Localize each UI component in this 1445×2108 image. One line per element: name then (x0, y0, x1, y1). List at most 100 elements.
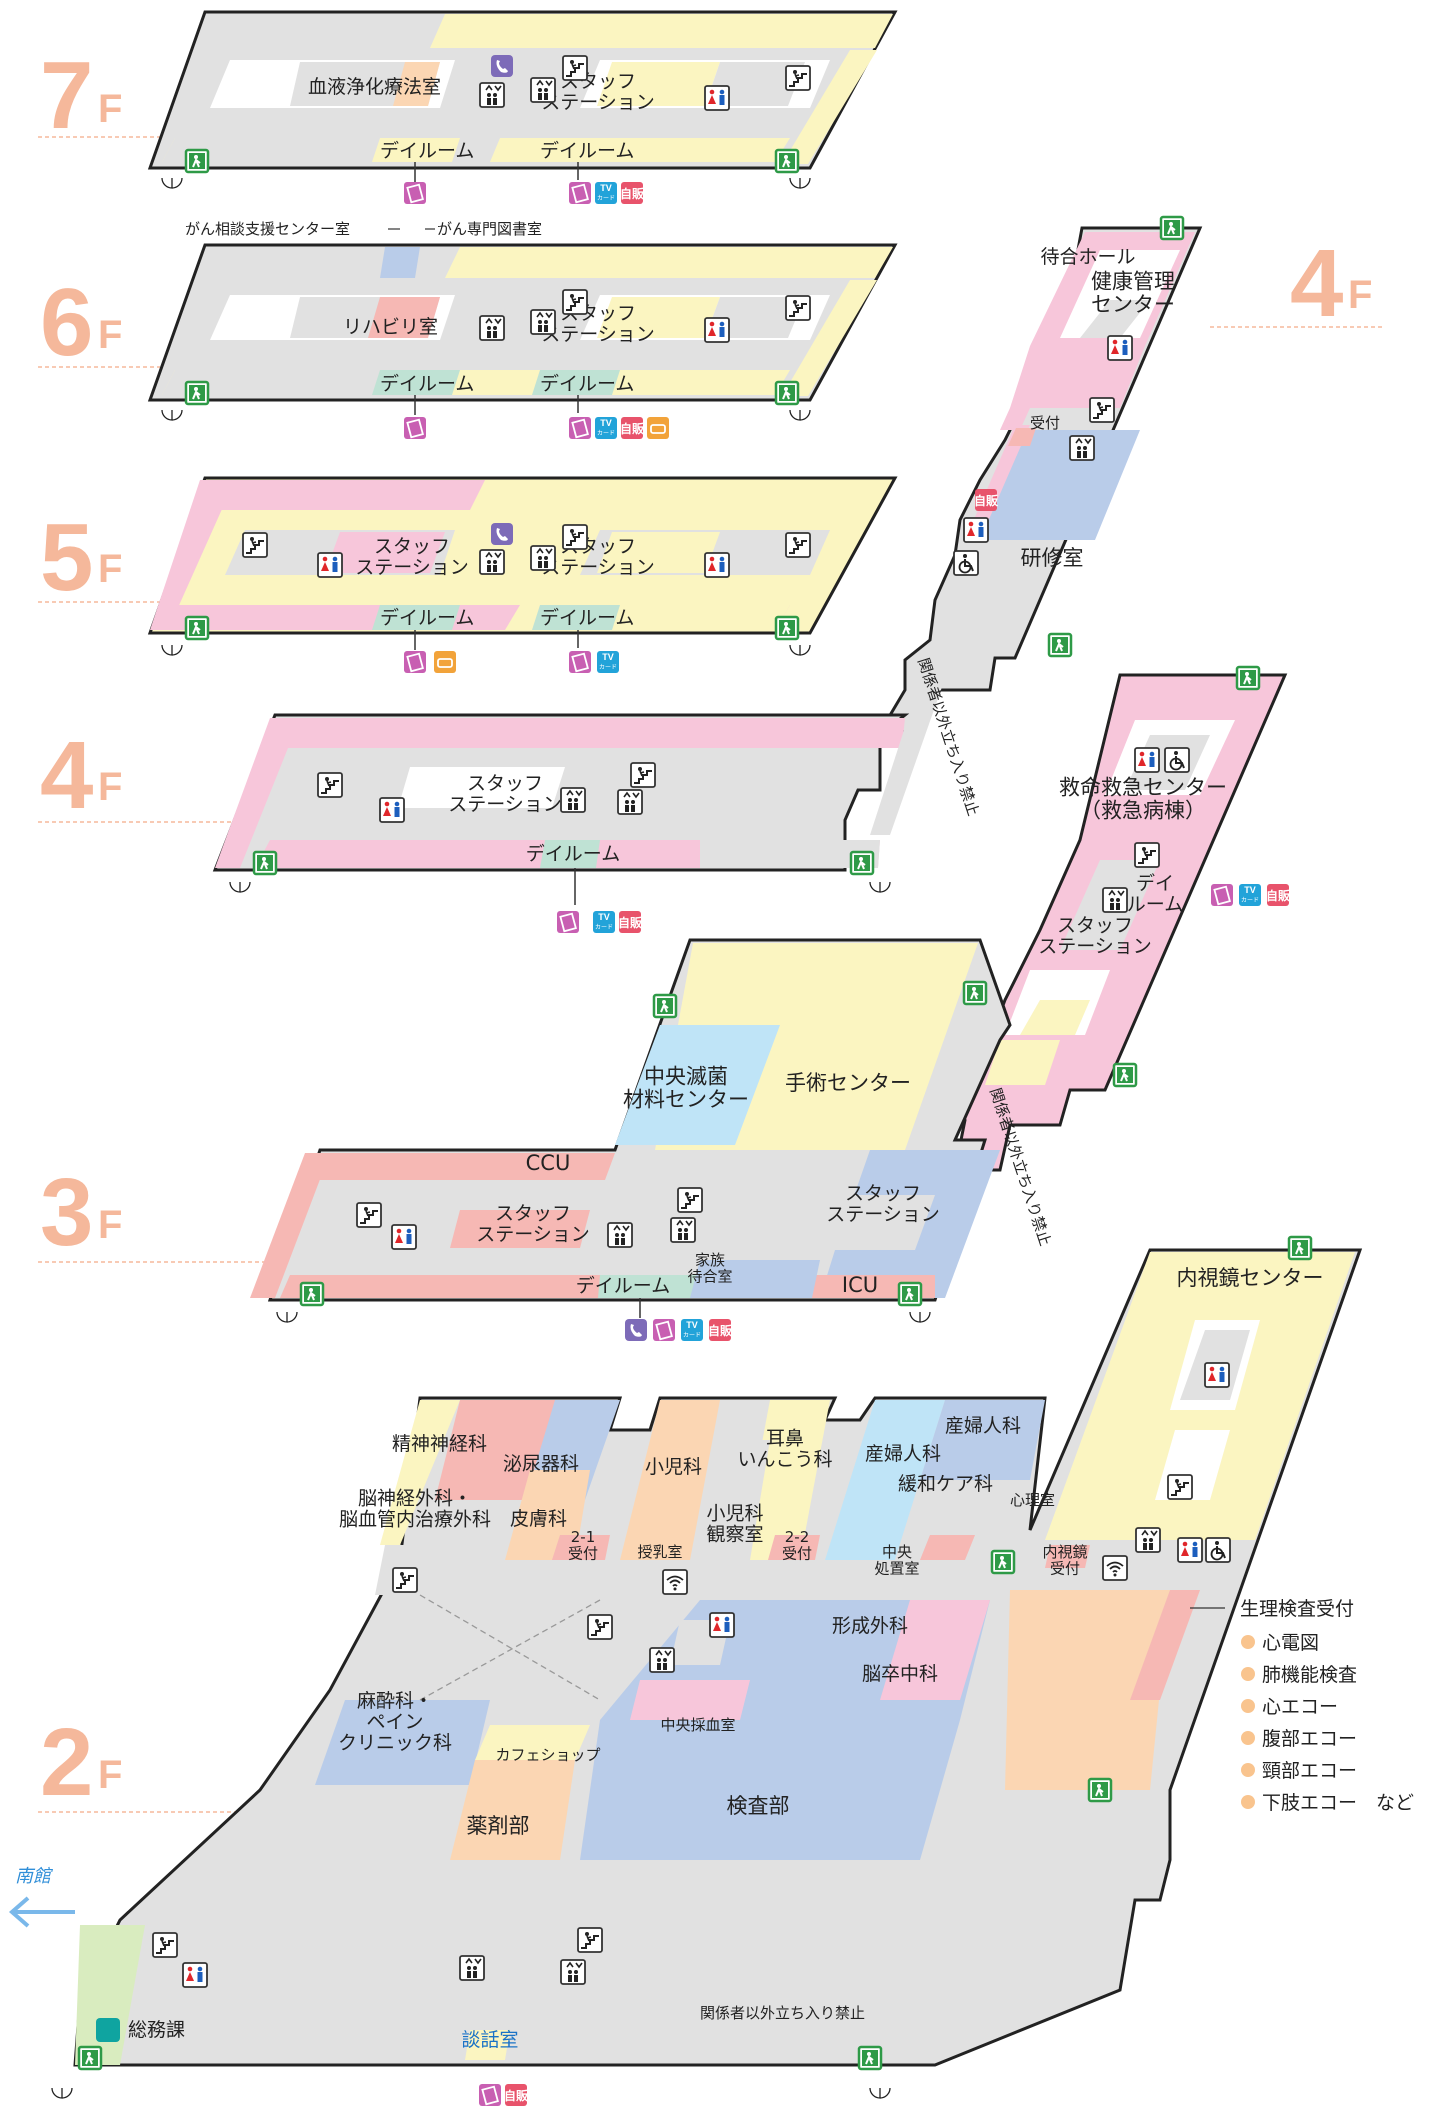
talk-room-label: 談話室 (461, 2029, 518, 2051)
elevator-icon (459, 1955, 485, 1981)
elevator-icon (479, 82, 505, 108)
dayroom-5f-b-label: デイルーム (540, 607, 634, 629)
stairs-icon (392, 1567, 418, 1593)
dayroom-3f-label: デイルーム (576, 1275, 670, 1297)
restroom-icon (704, 85, 730, 111)
dayroom-7f-a-label: デイルーム (380, 140, 474, 162)
emergency-exit-icon (252, 850, 278, 876)
emergency-exit-icon (1287, 1235, 1313, 1261)
emergency-exit-icon (1112, 1062, 1138, 1088)
emergency-exit-icon (1235, 665, 1261, 691)
stairs-icon (785, 295, 811, 321)
station-5f-a-label: スタッフステーション (355, 536, 469, 579)
vending-machine-icon (1265, 884, 1291, 906)
floor-5-plan: スタッフステーション スタッフステーション デイルーム デイルーム (147, 476, 898, 674)
restroom-icon (1204, 1362, 1230, 1388)
training-room-label: 研修室 (1021, 546, 1084, 570)
pediatric-obs-label: 小児科観察室 (706, 1503, 763, 1546)
elevator-icon (617, 789, 643, 815)
station-er-label: スタッフステーション (1038, 915, 1152, 958)
door-icon (789, 177, 811, 189)
tv-card-vending-icon (597, 651, 619, 673)
restroom-icon (1177, 1537, 1203, 1563)
stairs-icon (152, 1932, 178, 1958)
emergency-exit-icon (77, 2045, 103, 2071)
station-6f-label: スタッフステーション (541, 303, 655, 346)
lab-label: 検査部 (727, 1794, 790, 1818)
legend-item-1: 心電図 (1262, 1632, 1319, 1654)
floor-2-number: 2 (40, 1709, 93, 1816)
ticket-machine-icon (652, 1318, 676, 1342)
emergency-exit-icon (184, 148, 210, 174)
floor-labels: 7 F 6 F 5 F 4 F 4 F 3 F 2 F (38, 42, 1385, 1816)
floor-4-er-plan: 救命救急センター（救急病棟） デイルーム スタッフステーション (953, 665, 1291, 1172)
obgyn-a-label: 産婦人科 (945, 1415, 1021, 1437)
floor-3-plan: CCU 中央滅菌材料センター 手術センター スタッフステーション スタッフステー… (250, 938, 1054, 1342)
floor-4-west-plan: スタッフステーション デイルーム (212, 713, 910, 934)
stairs-icon (562, 524, 588, 550)
ticket-machine-icon (1210, 883, 1234, 907)
tv-card-vending-icon (595, 182, 617, 204)
floor-5-suffix: F (98, 547, 122, 591)
cancer-support-label: がん相談支援センター室 (185, 220, 350, 238)
sofa-icon (433, 650, 457, 674)
floor-6-suffix: F (98, 313, 122, 357)
surgery-center-label: 手術センター (785, 1071, 911, 1095)
stairs-icon (562, 55, 588, 81)
legend-item-5: 頸部エコー (1262, 1760, 1357, 1782)
stairs-icon (1134, 842, 1160, 868)
emergency-exit-icon (990, 1549, 1016, 1575)
vending-machine-icon (503, 2084, 529, 2106)
emergency-exit-icon (1159, 215, 1185, 241)
elevator-icon (670, 1217, 696, 1243)
dayroom-6f-b-label: デイルーム (540, 373, 634, 395)
emergency-exit-icon (774, 148, 800, 174)
icu-label: ICU (842, 1273, 878, 1297)
door-icon (869, 2087, 891, 2099)
obgyn-b-label: 産婦人科 (865, 1443, 941, 1465)
floor-2-suffix: F (98, 1753, 122, 1797)
floor-4-east-number: 4 (1290, 230, 1343, 337)
elevator-icon (560, 787, 586, 813)
ticket-machine-icon (568, 650, 592, 674)
phone-icon (491, 523, 513, 545)
tv-card-vending-icon (1239, 884, 1261, 906)
ticket-machine-icon (403, 416, 427, 440)
legend-item-6: 下肢エコー など (1262, 1792, 1414, 1814)
central-treatment-label: 中央処置室 (874, 1543, 919, 1578)
vending-machine-icon (617, 911, 643, 933)
station-4f-label: スタッフステーション (448, 773, 562, 816)
endo-reception-label: 内視鏡受付 (1042, 1543, 1087, 1578)
vending-machine-icon (707, 1319, 733, 1341)
restroom-icon (1134, 747, 1160, 773)
legend-item-2: 肺機能検査 (1262, 1664, 1357, 1686)
wheelchair-icon (953, 550, 979, 576)
legend-item-4: 腹部エコー (1262, 1728, 1357, 1750)
vending-machine-icon (619, 417, 645, 439)
tv-card-vending-icon (681, 1319, 703, 1341)
elevator-icon (560, 1959, 586, 1985)
nursing-room-label: 授乳室 (637, 1543, 682, 1561)
elevator-icon (607, 1222, 633, 1248)
floor-6-plan: がん相談支援センター室 がん専門図書室 リハビリ室 スタッフステーション デイル… (147, 220, 898, 440)
cancer-library-label: がん専門図書室 (437, 220, 542, 238)
vending-machine-icon (973, 489, 999, 511)
south-building-arrow-icon (8, 1896, 75, 1928)
cafe-label: カフェショップ (495, 1746, 600, 1764)
stairs-icon (562, 289, 588, 315)
emergency-exit-icon (857, 2045, 883, 2071)
psych-room-label: 心理室 (1010, 1491, 1055, 1509)
station-3f-b-label: スタッフステーション (826, 1183, 940, 1226)
emergency-exit-icon (1047, 632, 1073, 658)
emergency-exit-icon (1087, 1777, 1113, 1803)
restroom-icon (963, 517, 989, 543)
floor-7-plan: 血液浄化療法室 スタッフステーション デイルーム デイルーム (147, 10, 898, 205)
floor-2-plan: 精神神経科 泌尿器科 脳神経外科・脳血管内治療外科 皮膚科 小児科 耳鼻いんこう… (8, 1235, 1363, 2107)
door-icon (869, 881, 891, 893)
door-icon (161, 177, 183, 189)
ccu-label: CCU (526, 1151, 571, 1175)
sofa-icon (646, 416, 670, 440)
wifi-icon (1102, 1555, 1128, 1581)
